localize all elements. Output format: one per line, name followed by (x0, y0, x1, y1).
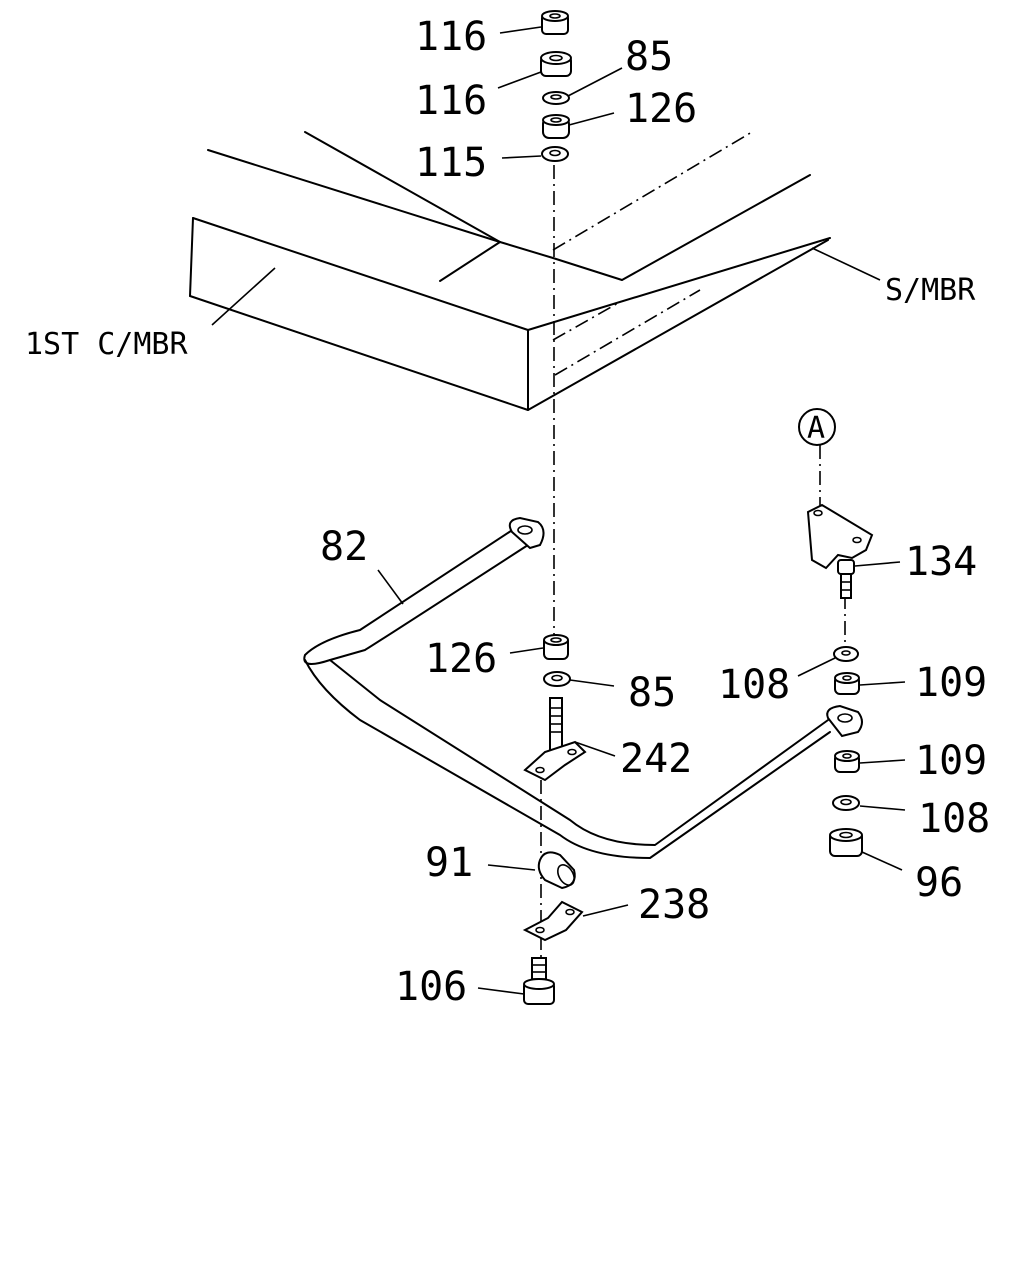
callout-109-a: 109 (915, 660, 987, 706)
nut-116-top (541, 10, 569, 35)
callout-134: 134 (905, 539, 977, 585)
washer-85-lower (543, 671, 571, 687)
washer-108-a (797, 646, 859, 677)
callout-126-top: 126 (625, 86, 697, 132)
callout-96: 96 (915, 860, 963, 906)
detail-marker-a (798, 408, 836, 446)
callout-115: 115 (415, 140, 487, 186)
clamp-238 (522, 900, 629, 942)
stabilizer-bar-82 (303, 516, 863, 859)
callout-116-top: 116 (415, 14, 487, 60)
bolt-106 (477, 957, 555, 1005)
callout-126-lower: 126 (425, 636, 497, 682)
callout-108-a: 108 (718, 662, 790, 708)
callout-116-second: 116 (415, 78, 487, 124)
washer-85-top (542, 91, 570, 105)
callout-side-member: S/MBR (885, 273, 976, 308)
callout-242: 242 (620, 736, 692, 782)
link-bolt-242 (523, 697, 616, 782)
washer-108-b (832, 795, 906, 811)
callout-109-b: 109 (915, 738, 987, 784)
callout-cross-member: 1ST C/MBR (25, 327, 188, 362)
bushing-109-b (834, 750, 906, 773)
callout-106: 106 (395, 964, 467, 1010)
bushing-109-a (834, 672, 906, 695)
callout-108-b: 108 (918, 796, 990, 842)
nut-96 (829, 828, 903, 871)
callout-82: 82 (320, 524, 368, 570)
bushing-126-lower (543, 634, 569, 660)
callout-85-lower: 85 (628, 670, 676, 716)
callout-85-top: 85 (625, 34, 673, 80)
bracket-134 (806, 503, 901, 599)
callout-detail-a: A (807, 411, 825, 446)
washer-115 (541, 146, 569, 162)
bar-bushing-91 (487, 851, 576, 890)
callout-238: 238 (638, 882, 710, 928)
bushing-126-top (542, 114, 570, 139)
frame-assembly (189, 131, 881, 411)
nut-116-second (540, 51, 572, 77)
callout-91: 91 (425, 840, 473, 886)
